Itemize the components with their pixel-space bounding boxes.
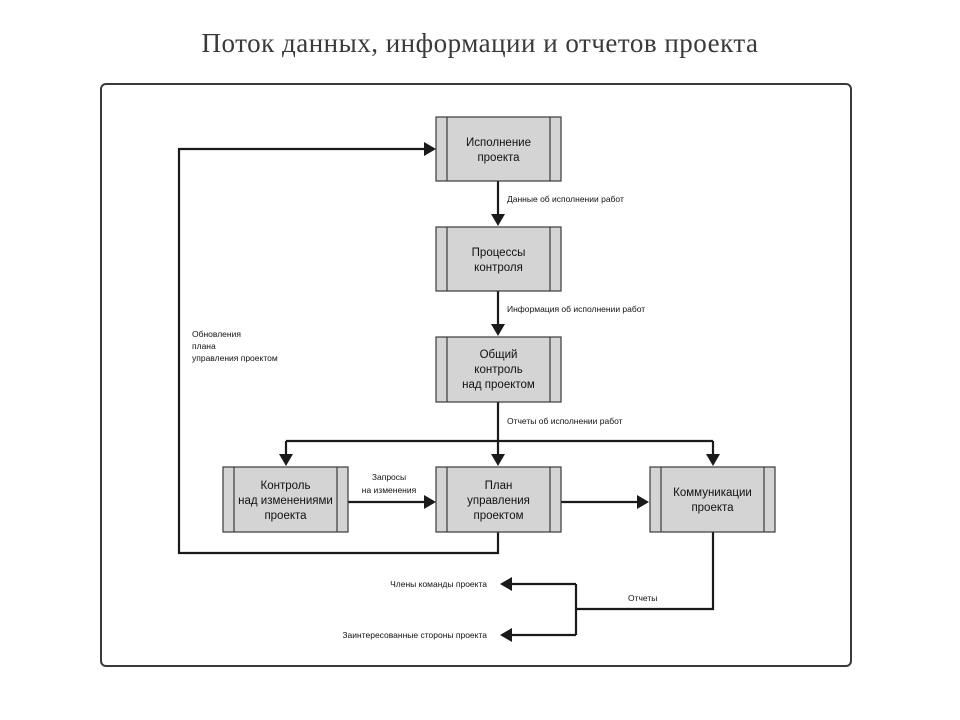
label-team-members: Члены команды проекта (390, 579, 487, 589)
arrow-plan-to-communications (637, 495, 649, 509)
arrow-into-change-control (279, 454, 293, 466)
node-overall-control-line-1: Общий (480, 349, 518, 361)
label-change-requests-line-1: Запросы (372, 472, 406, 482)
node-change-control-line-1: Контроль (261, 480, 311, 492)
node-execution-line-2: проекта (477, 152, 520, 164)
node-execution-line-1: Исполнение (466, 137, 531, 149)
label-change-requests-line-2: на изменения (362, 485, 417, 495)
arrow-into-plan (491, 454, 505, 466)
node-communications: Коммуникации проекта (649, 466, 776, 533)
node-management-plan-line-2: управления (467, 495, 530, 507)
label-work-performance-reports: Отчеты об исполнении работ (507, 416, 623, 426)
node-communications-line-2: проекта (691, 502, 734, 514)
node-management-plan-line-3: проектом (473, 510, 523, 522)
arrow-to-stakeholders (500, 628, 512, 642)
label-stakeholders: Заинтересованные стороны проекта (342, 630, 487, 640)
node-management-plan: План управления проектом (435, 466, 562, 533)
node-change-control-line-2: над изменениями (238, 495, 333, 507)
arrow-into-control-processes (491, 214, 505, 226)
edge-plan-updates-loop (177, 147, 500, 555)
node-overall-control-line-3: над проектом (462, 379, 535, 391)
node-control-processes-line-1: Процессы (472, 247, 526, 259)
arrow-to-team-members (500, 577, 512, 591)
node-control-processes: Процессы контроля (435, 226, 562, 292)
edge-reports (576, 532, 715, 611)
arrow-into-overall-control (491, 324, 505, 336)
arrow-change-to-plan (424, 495, 436, 509)
node-overall-control: Общий контроль над проектом (435, 336, 562, 403)
label-work-performance-info: Информация об исполнении работ (507, 304, 645, 314)
label-plan-updates-line-1: Обновления (192, 329, 241, 339)
page-title: Поток данных, информации и отчетов проек… (201, 28, 759, 58)
node-change-control-line-3: проекта (264, 510, 307, 522)
diagram-frame (100, 83, 852, 667)
node-management-plan-line-1: План (485, 480, 513, 492)
node-execution: Исполнение проекта (435, 116, 562, 182)
label-plan-updates-line-3: управления проектом (192, 353, 278, 363)
label-plan-updates-line-2: плана (192, 341, 216, 351)
node-control-processes-line-2: контроля (474, 262, 523, 274)
arrow-into-execution (424, 142, 436, 156)
label-reports: Отчеты (628, 593, 657, 603)
node-change-control: Контроль над изменениями проекта (222, 466, 349, 533)
node-overall-control-line-2: контроль (474, 364, 522, 376)
arrow-into-communications (706, 454, 720, 466)
label-work-performance-data: Данные об исполнении работ (507, 194, 624, 204)
node-communications-line-1: Коммуникации (673, 487, 752, 499)
